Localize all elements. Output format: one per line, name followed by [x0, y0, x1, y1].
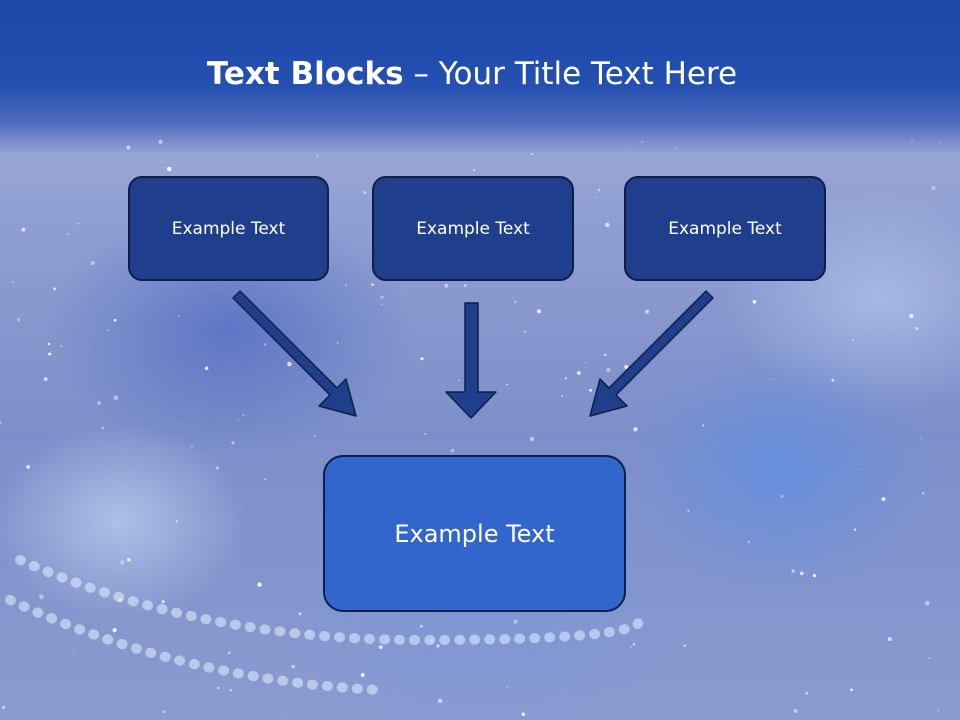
- page-title: Text Blocks – Your Title Text Here: [0, 56, 944, 92]
- title-rest: – Your Title Text Here: [403, 56, 738, 92]
- title-bold: Text Blocks: [206, 56, 404, 92]
- main-text-block[interactable]: Example Text: [323, 455, 626, 612]
- text-block-1[interactable]: Example Text: [128, 176, 329, 281]
- arrow-down-icon: [445, 302, 497, 419]
- arrow-down-right-icon: [232, 290, 357, 417]
- text-block-3-label: Example Text: [668, 218, 782, 239]
- text-block-1-label: Example Text: [171, 218, 286, 239]
- title-bar: [0, 0, 960, 155]
- main-text-block-label: Example Text: [394, 519, 555, 548]
- text-block-2-label: Example Text: [416, 218, 530, 239]
- arrow-down-left-icon: [589, 290, 714, 417]
- text-block-2[interactable]: Example Text: [372, 176, 574, 281]
- text-block-3[interactable]: Example Text: [624, 176, 826, 281]
